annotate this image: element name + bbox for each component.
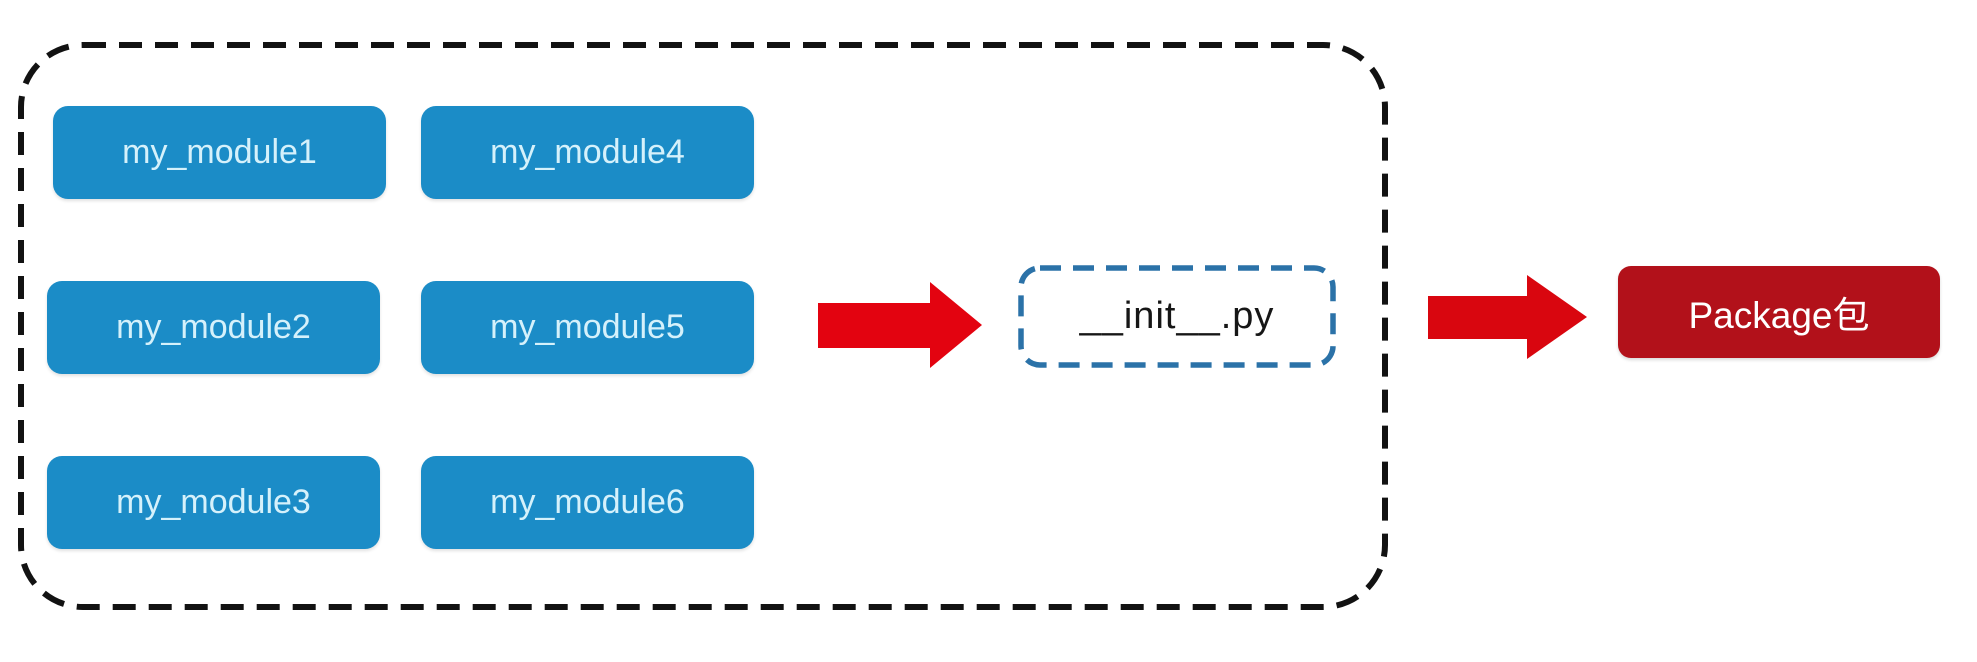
- package-box: Package包: [1618, 266, 1940, 358]
- module-box-my_module1: my_module1: [53, 106, 386, 199]
- module-box-my_module4: my_module4: [421, 106, 754, 199]
- init-file-label: __init__.py: [1079, 295, 1275, 337]
- module-box-my_module6: my_module6: [421, 456, 754, 549]
- module-box-my_module3: my_module3: [47, 456, 380, 549]
- module-box-my_module5: my_module5: [421, 281, 754, 374]
- module-box-my_module2: my_module2: [47, 281, 380, 374]
- arrow-right-icon-init-to-package: [1428, 275, 1587, 359]
- arrow-right-icon-modules-to-init: [818, 282, 982, 368]
